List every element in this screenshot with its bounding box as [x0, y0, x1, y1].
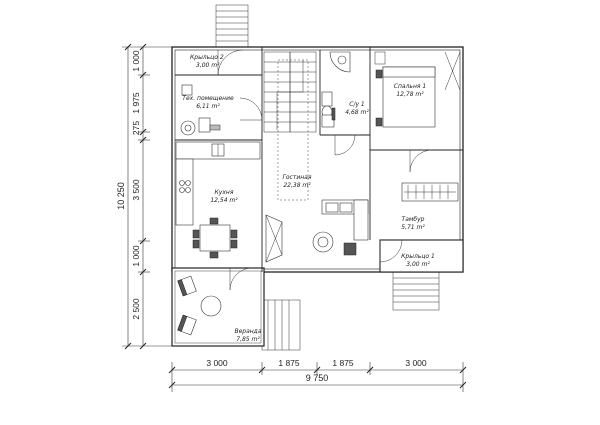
- room-name-veranda: Веранда: [234, 328, 261, 335]
- interior-walls: [175, 47, 463, 272]
- kitchen-furniture: [175, 141, 261, 259]
- room-name-vestibule: Тамбур: [402, 216, 425, 223]
- bathroom-fixtures: [321, 51, 351, 128]
- room-labels: Крыльцо 2 3,00 m² Тех. помещение 6,11 m²…: [182, 54, 435, 343]
- dim-left-4: 3 500: [131, 179, 141, 201]
- dim-left-3: 275: [131, 121, 141, 135]
- room-name-tech: Тех. помещение: [182, 95, 234, 102]
- room-name-porch2: Крыльцо 2: [190, 54, 224, 61]
- tech-room-fixtures: [180, 84, 221, 136]
- dim-bottom-4: 3 000: [405, 358, 427, 368]
- dim-left-6: 2 500: [131, 298, 141, 320]
- room-name-living: Гостиная: [283, 174, 312, 181]
- dim-bottom-2: 1 875: [278, 358, 300, 368]
- bedroom-furniture: [374, 51, 461, 128]
- room-area-bedroom: 12,78 m²: [396, 91, 424, 98]
- room-area-tech: 6,11 m²: [196, 103, 220, 110]
- dim-bottom-3: 1 875: [332, 358, 354, 368]
- dim-left-2: 1 975: [131, 92, 141, 114]
- room-name-bedroom: Спальня 1: [394, 83, 426, 90]
- porch-1-steps: [392, 271, 440, 311]
- bottom-dimensions: 3 000 1 875 1 875 3 000 9 750: [168, 358, 467, 392]
- dim-bottom-1: 3 000: [206, 358, 228, 368]
- vestibule-wardrobe: [401, 182, 459, 202]
- veranda-steps: [261, 299, 301, 351]
- doors: [217, 49, 433, 291]
- dim-bottom-total: 9 750: [306, 373, 329, 383]
- living-room-furniture: [265, 199, 369, 263]
- room-area-veranda: 7,85 m²: [236, 336, 260, 343]
- room-area-porch2: 3,00 m²: [196, 62, 220, 69]
- veranda-furniture: [177, 275, 222, 336]
- room-area-porch1: 3,00 m²: [406, 261, 430, 268]
- room-name-kitchen: Кухня: [215, 189, 234, 196]
- dim-left-1: 1 000: [131, 50, 141, 72]
- room-area-kitchen: 12,54 m²: [210, 197, 238, 204]
- room-name-bath: С/у 1: [349, 101, 365, 108]
- dim-left-total: 10 250: [116, 182, 126, 210]
- room-name-porch1: Крыльцо 1: [401, 253, 435, 260]
- left-dimensions: 1 000 1 975 275 3 500 1 000 2 500 10 250: [116, 43, 172, 350]
- room-area-vestibule: 5,71 m²: [401, 224, 425, 231]
- staircase: [263, 51, 317, 201]
- porch-2-steps: [215, 4, 249, 48]
- dim-left-5: 1 000: [131, 245, 141, 267]
- room-area-living: 22,38 m²: [283, 182, 311, 189]
- room-area-bath: 4,68 m²: [345, 109, 369, 116]
